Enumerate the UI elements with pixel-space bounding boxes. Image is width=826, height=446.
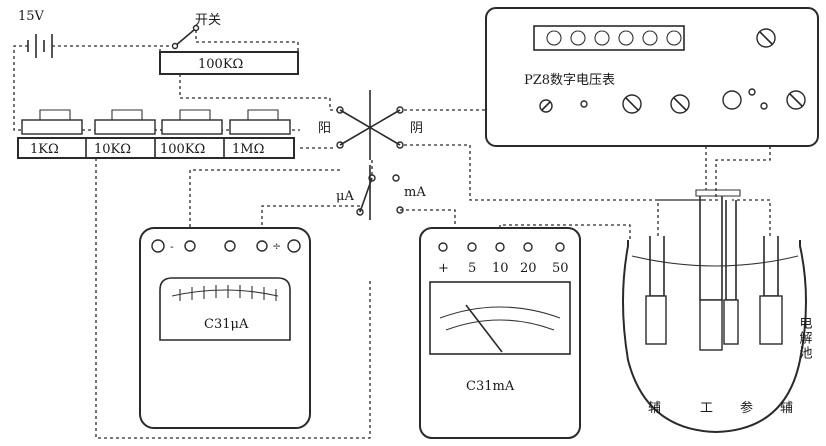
microammeter-terminal-label: -	[170, 240, 174, 253]
electrode-label: 工	[700, 401, 713, 416]
electrolytic-cell: 辅 工 参 辅 电解池	[622, 189, 813, 434]
cell-title: 电解池	[797, 316, 813, 361]
digital-voltmeter: PZ8数字电压表	[485, 7, 819, 147]
milliammeter-name: C31mA	[466, 379, 515, 394]
milliammeter: + 5 10 20 50 C31mA	[419, 227, 581, 439]
milliammeter-terminal-label: 10	[492, 261, 509, 276]
resistor-1m-label: 1MΩ	[232, 142, 264, 157]
selector-ua-label: μA	[336, 189, 354, 204]
electrode-label: 辅	[780, 401, 793, 416]
milliammeter-terminal-label: 5	[468, 261, 476, 276]
microammeter-terminal-label: ÷	[272, 240, 281, 253]
microammeter: - ÷ C31μA	[139, 227, 311, 429]
reversing-switch-cathode-label: 阴	[410, 121, 423, 136]
range-selector[interactable]: μA mA	[336, 160, 426, 220]
microammeter-name: C31μA	[204, 317, 249, 332]
reversing-switch-anode-label: 阳	[318, 121, 331, 136]
reversing-switch[interactable]: 阳 阴	[300, 90, 423, 160]
electrode-label: 参	[740, 400, 753, 416]
series-resistor: 100KΩ	[159, 51, 299, 75]
resistor-10k-label: 10KΩ	[94, 142, 131, 157]
selector-ma-label: mA	[404, 185, 426, 200]
resistor-bank: 1KΩ 10KΩ 100KΩ 1MΩ	[17, 109, 300, 159]
switch-label: 开关	[195, 13, 221, 28]
battery: 15V	[18, 9, 53, 58]
resistor-1k-label: 1KΩ	[30, 142, 59, 157]
milliammeter-terminal-label: 20	[520, 261, 537, 276]
voltmeter-name: PZ8数字电压表	[524, 73, 615, 88]
resistor-100k-label: 100KΩ	[160, 142, 205, 157]
electrode-label: 辅	[648, 401, 661, 416]
battery-voltage-label: 15V	[18, 9, 45, 24]
milliammeter-terminal-label: +	[438, 261, 449, 276]
milliammeter-terminal-label: 50	[552, 261, 569, 276]
series-resistor-label: 100KΩ	[198, 57, 243, 72]
